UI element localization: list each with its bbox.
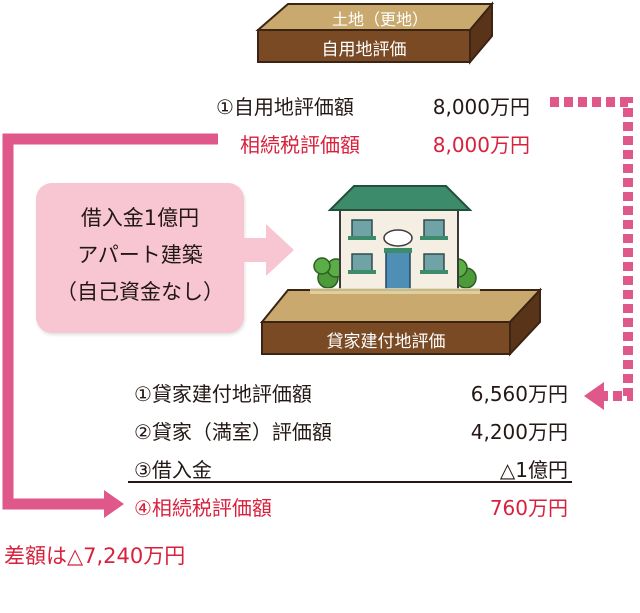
callout-line: 借入金1億円 bbox=[80, 206, 200, 230]
callout-line: アパート建築 bbox=[77, 243, 203, 267]
lower-row-label: ②貸家（満室）評価額 bbox=[134, 420, 332, 444]
lower-row-label: ①貸家建付地評価額 bbox=[134, 382, 312, 406]
total-divider bbox=[128, 481, 572, 483]
rental-land-valuation-label: 貸家建付地評価 bbox=[326, 332, 446, 352]
loan-callout-box bbox=[36, 183, 244, 333]
lower-row-label: ③借入金 bbox=[134, 458, 212, 482]
difference-text: 差額は△7,240万円 bbox=[4, 544, 186, 568]
lower-row-value: 760万円 bbox=[489, 496, 568, 520]
lower-row-value: △1億円 bbox=[499, 458, 568, 482]
callout-arrow-icon bbox=[244, 224, 294, 276]
upper-row-label: ①自用地評価額 bbox=[216, 95, 354, 119]
upper-row-label: 相続税評価額 bbox=[240, 133, 360, 157]
loan-callout-text: 借入金1億円 アパート建築 （自己資金なし） bbox=[36, 200, 244, 311]
upper-row-value: 8,000万円 bbox=[432, 133, 530, 157]
lower-row-value: 4,200万円 bbox=[470, 420, 568, 444]
lower-row-label: ④相続税評価額 bbox=[134, 496, 272, 520]
lower-row-value: 6,560万円 bbox=[470, 382, 568, 406]
callout-line: （自己資金なし） bbox=[56, 280, 224, 304]
upper-row-value: 8,000万円 bbox=[432, 95, 530, 119]
vacant-land-top-label: 土地（更地） bbox=[331, 10, 428, 29]
apartment-house-icon bbox=[310, 185, 480, 294]
own-use-land-valuation-label: 自用地評価 bbox=[321, 40, 407, 60]
